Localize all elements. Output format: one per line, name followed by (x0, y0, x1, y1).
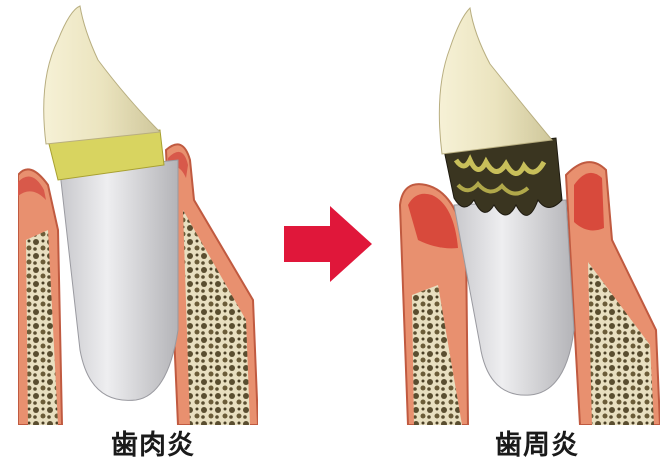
gingivitis-label: 歯肉炎 (78, 428, 228, 464)
periodontitis-label: 歯周炎 (462, 428, 612, 464)
tooth-root (454, 200, 574, 395)
progression-arrow (284, 206, 374, 282)
tooth-crown (44, 6, 160, 144)
periodontitis-illustration (398, 0, 660, 425)
tooth-crown (439, 8, 552, 154)
tooth-root (60, 160, 178, 400)
gingivitis-illustration (18, 0, 258, 425)
